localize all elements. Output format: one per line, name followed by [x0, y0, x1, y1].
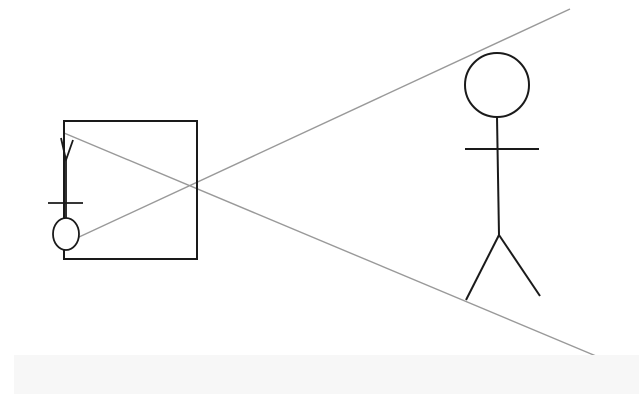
- object-stick-figure: [465, 53, 540, 300]
- inverted-figure-legs: [61, 138, 73, 160]
- inverted-figure-head: [53, 218, 79, 250]
- ray-top-to-image-bottom: [64, 9, 570, 244]
- bottom-band: [14, 355, 639, 394]
- ray-bottom-to-image-top: [64, 133, 596, 356]
- figure-right-leg: [499, 235, 540, 296]
- figure-head: [465, 53, 529, 117]
- inverted-image-figure: [48, 138, 83, 250]
- figure-body: [497, 117, 499, 235]
- figure-left-leg: [466, 235, 499, 300]
